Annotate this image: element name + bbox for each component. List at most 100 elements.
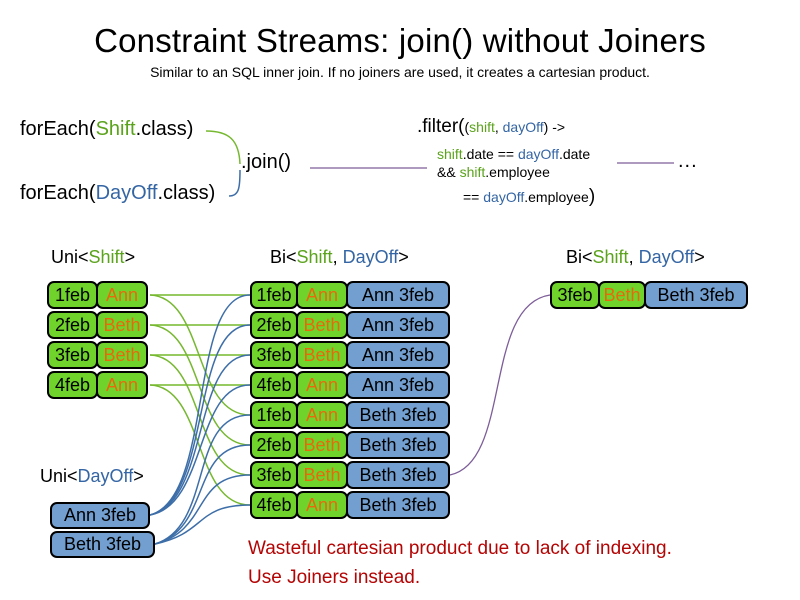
dayoff-cell: Beth 3feb [644, 281, 748, 309]
eq-token: == [463, 189, 484, 205]
shift-token: shift [459, 164, 486, 180]
code-filter-line1: .filter((shift, dayOff) -> [417, 116, 565, 138]
uni-dayoff-row: Ann 3feb [50, 502, 150, 529]
dayoff-token: dayOff [517, 146, 559, 162]
label-text: > [124, 247, 136, 267]
shift-employee-cell: Ann [296, 371, 348, 399]
dayoff-cell: Ann 3feb [346, 371, 450, 399]
dayoff-cell: Ann 3feb [346, 341, 450, 369]
shift-date-cell: 4feb [250, 491, 298, 519]
dayoff-type-token: DayOff [342, 247, 399, 267]
shift-date-cell: 2feb [250, 311, 298, 339]
ann3feb-to-row3 [149, 354, 251, 516]
uni-shift-row: 2feb Beth [47, 311, 148, 339]
ellipsis: ... [678, 150, 698, 172]
shift1-to-row5 [149, 294, 251, 416]
shift-employee-cell: Beth [296, 461, 348, 489]
shift-employee-cell: Beth [296, 431, 348, 459]
dayoff-type-token: DayOff [638, 247, 695, 267]
code-text: .employee [524, 189, 589, 205]
shift-type-token: Shift [88, 247, 125, 267]
shift-employee-cell: Ann [296, 491, 348, 519]
dayoff-arg-token: dayOff [502, 119, 544, 135]
dayoff-cell: Ann 3feb [346, 281, 450, 309]
shift-date-cell: 3feb [550, 281, 600, 309]
brace-shift-line [205, 130, 241, 165]
code-text: .class) [135, 118, 194, 140]
bi-row: 4feb Ann Beth 3feb [250, 491, 450, 519]
code-text: .date [558, 146, 591, 162]
subtitle: Similar to an SQL inner join. If no join… [150, 64, 650, 80]
shift-date-cell: 2feb [250, 431, 298, 459]
shift-employee-cell: Ann [296, 401, 348, 429]
bi-row: 3feb Beth Ann 3feb [250, 341, 450, 369]
bi-row: 4feb Ann Ann 3feb [250, 371, 450, 399]
dayoff-cell: Beth 3feb [346, 401, 450, 429]
match-to-result-line [449, 294, 551, 476]
label-text: Bi< [270, 247, 297, 267]
uni-shift-row: 4feb Ann [47, 371, 148, 399]
shift4-to-row8 [149, 384, 251, 506]
bi-row: 2feb Beth Ann 3feb [250, 311, 450, 339]
code-join: .join() [241, 151, 292, 173]
uni-shift-label: Uni<Shift> [51, 247, 135, 268]
shift-to-bi-connectors [149, 294, 251, 506]
code-text: forEach( [20, 182, 96, 204]
shift-date-cell: 1feb [250, 281, 298, 309]
label-text: Uni< [40, 466, 78, 486]
bi-row: 1feb Ann Ann 3feb [250, 281, 450, 309]
shift-employee-cell: Beth [96, 311, 148, 339]
shift-class-token: Shift [95, 118, 136, 140]
shift-date-cell: 2feb [47, 311, 98, 339]
code-filter-line2: shift.date == dayOff.date [437, 146, 590, 162]
ann3feb-to-row2 [149, 324, 251, 516]
label-text: , [628, 247, 639, 267]
brace-dayoff-line [228, 169, 241, 197]
label-text: , [332, 247, 343, 267]
shift-type-token: Shift [296, 247, 333, 267]
beth3feb-to-row8 [154, 504, 251, 545]
bi-result-row: 3feb Beth Beth 3feb [550, 281, 748, 309]
shift-employee-cell: Beth [96, 341, 148, 369]
dayoff-cell: Beth 3feb [346, 431, 450, 459]
bi-shift-dayoff-label: Bi<Shift, DayOff> [270, 247, 409, 268]
beth3feb-to-row5 [154, 414, 251, 545]
shift-employee-cell: Beth [598, 281, 646, 309]
uni-shift-row: 1feb Ann [47, 281, 148, 309]
dayoff-type-token: DayOff [77, 466, 134, 486]
bi-row: 3feb Beth Beth 3feb [250, 461, 450, 489]
dayoff-token: dayOff [483, 189, 525, 205]
dayoff-cell: Beth 3feb [50, 531, 155, 558]
dayoff-cell: Ann 3feb [50, 502, 150, 529]
code-text: .employee [485, 164, 550, 180]
warning-caption: Wasteful cartesian product due to lack o… [248, 534, 672, 592]
dayoff-class-token: DayOff [95, 182, 158, 204]
uni-dayoff-row: Beth 3feb [50, 531, 155, 558]
shift-date-cell: 3feb [250, 461, 298, 489]
label-text: Bi< [566, 247, 593, 267]
filter-method-token: .filter( [417, 116, 465, 137]
dayoff-cell: Beth 3feb [346, 461, 450, 489]
code-text: forEach( [20, 118, 96, 140]
shift-date-cell: 4feb [47, 371, 98, 399]
ann3feb-to-row4 [149, 384, 251, 516]
uni-dayoff-label: Uni<DayOff> [40, 466, 144, 487]
shift2-to-row6 [149, 324, 251, 446]
shift-date-cell: 3feb [250, 341, 298, 369]
bi-result-label: Bi<Shift, DayOff> [566, 247, 705, 268]
arrow-token: ) -> [543, 119, 566, 135]
warning-line-1: Wasteful cartesian product due to lack o… [248, 538, 672, 559]
label-text: > [398, 247, 409, 267]
code-text: .class) [157, 182, 216, 204]
label-text: > [694, 247, 705, 267]
comma-token: , [494, 119, 503, 135]
ann3feb-to-row1 [149, 294, 251, 516]
bi-row: 1feb Ann Beth 3feb [250, 401, 450, 429]
shift-arg-token: shift [469, 119, 495, 135]
shift-date-cell: 4feb [250, 371, 298, 399]
shift-token: shift [437, 146, 463, 162]
shift-employee-cell: Beth [296, 311, 348, 339]
shift-employee-cell: Ann [296, 281, 348, 309]
